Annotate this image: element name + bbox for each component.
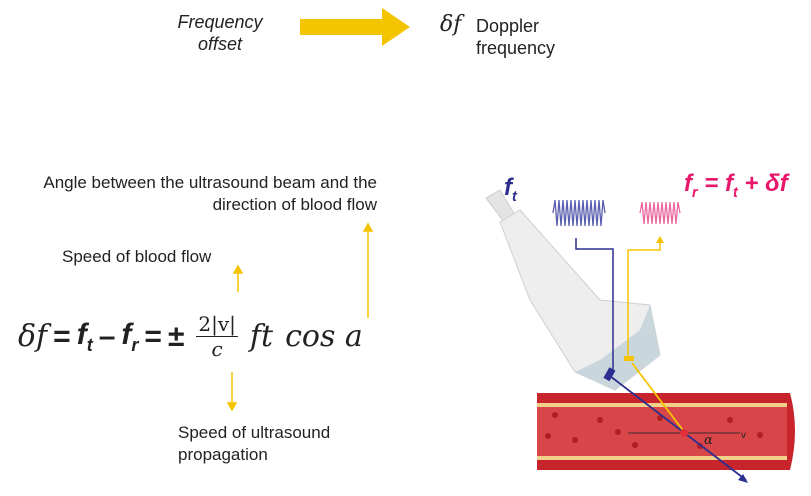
ft-sub: t	[86, 334, 93, 355]
fr-sub-r: r	[692, 184, 698, 201]
transmitted-wave	[552, 199, 606, 227]
fr-sub: r	[131, 334, 139, 355]
fr-sub-t: t	[732, 184, 738, 201]
frequency-offset-label: Frequency offset	[177, 12, 263, 54]
formula-eq2: =	[144, 319, 162, 353]
receive-arrow-icon	[656, 236, 664, 243]
ft-label: ft	[504, 174, 517, 205]
ultrasound-probe	[485, 189, 661, 391]
ft-letter: f	[76, 317, 87, 351]
fr-eq-f: = f	[697, 170, 733, 197]
ultrasound-speed-annotation: Speed of ultrasound propagation	[178, 423, 331, 464]
beam-arrow-icon	[738, 474, 748, 483]
fr-formula: fr = ft + δf	[684, 170, 788, 201]
formula-lhs: δf	[18, 319, 48, 354]
formula-pm: ±	[167, 319, 185, 353]
formula-fraction: 2|v|c	[196, 312, 238, 361]
delta-f-symbol: δf	[440, 12, 462, 37]
fr-letter: f	[121, 317, 132, 351]
ft-label-sub: t	[512, 188, 517, 205]
formula-eq1: =	[53, 319, 71, 353]
blood-speed-annotation: Speed of blood flow	[62, 247, 212, 266]
doppler-formula: δf = ft – fr = ± 2|v|c ft cos a	[18, 312, 363, 361]
formula-minus: –	[98, 319, 116, 353]
blood-vessel	[537, 393, 795, 470]
angle-annotation: Angle between the ultrasound beam and th…	[43, 173, 377, 214]
fr-f: f	[684, 170, 692, 197]
red-blood-cell	[680, 429, 688, 437]
velocity-label: v	[741, 430, 746, 441]
receive-path	[627, 242, 661, 360]
fraction-numerator: 2|v|	[196, 312, 238, 337]
transmit-path	[575, 238, 614, 372]
fraction-denominator: c	[211, 337, 223, 361]
right-arrow-icon	[300, 8, 410, 46]
formula-cos: cos a	[285, 319, 363, 354]
formula-ft2: ft	[249, 319, 274, 354]
fr-tail: + δf	[737, 170, 788, 197]
formula-fr: fr	[121, 318, 138, 356]
ft-label-letter: f	[504, 174, 512, 201]
doppler-frequency-label: Doppler frequency	[476, 16, 556, 58]
alpha-label: α	[704, 433, 713, 448]
formula-ft: ft	[77, 318, 93, 356]
ultrasound-beam	[609, 375, 747, 481]
reflected-wave	[639, 201, 681, 225]
echo-beam	[631, 362, 686, 434]
